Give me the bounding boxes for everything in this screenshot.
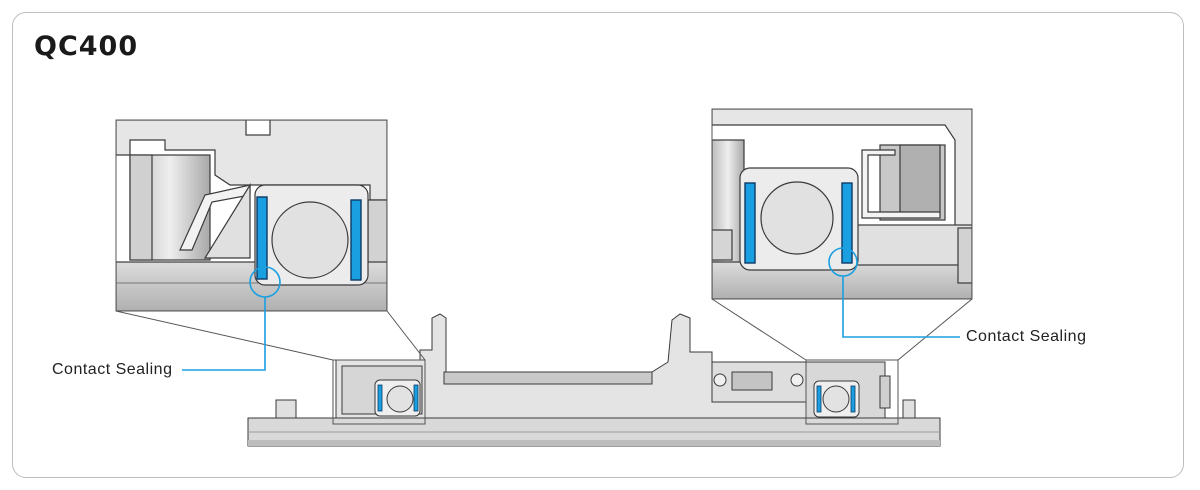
main-cross-section <box>247 313 941 447</box>
main-right-seal-outer <box>850 385 856 413</box>
focus-box-right <box>805 359 899 425</box>
left-inset-seal-outer <box>350 199 362 281</box>
left-zoom-inset <box>115 119 388 312</box>
left-callout-leader <box>182 297 266 371</box>
contact-sealing-label-right: Contact Sealing <box>966 328 1087 345</box>
page-title: QC400 <box>34 31 139 62</box>
right-inset-seal-outer <box>841 182 853 264</box>
left-inset-seal-inner <box>256 196 268 280</box>
main-right-seal-inner <box>816 385 822 413</box>
main-left-seal-outer <box>413 384 419 412</box>
zoom-guide-lines <box>115 298 973 361</box>
contact-sealing-label-left: Contact Sealing <box>52 361 173 378</box>
right-callout-leader <box>842 276 960 338</box>
right-zoom-inset <box>711 108 973 300</box>
focus-box-left <box>332 359 426 425</box>
main-left-seal-inner <box>377 384 383 412</box>
right-inset-seal-inner <box>744 182 756 264</box>
